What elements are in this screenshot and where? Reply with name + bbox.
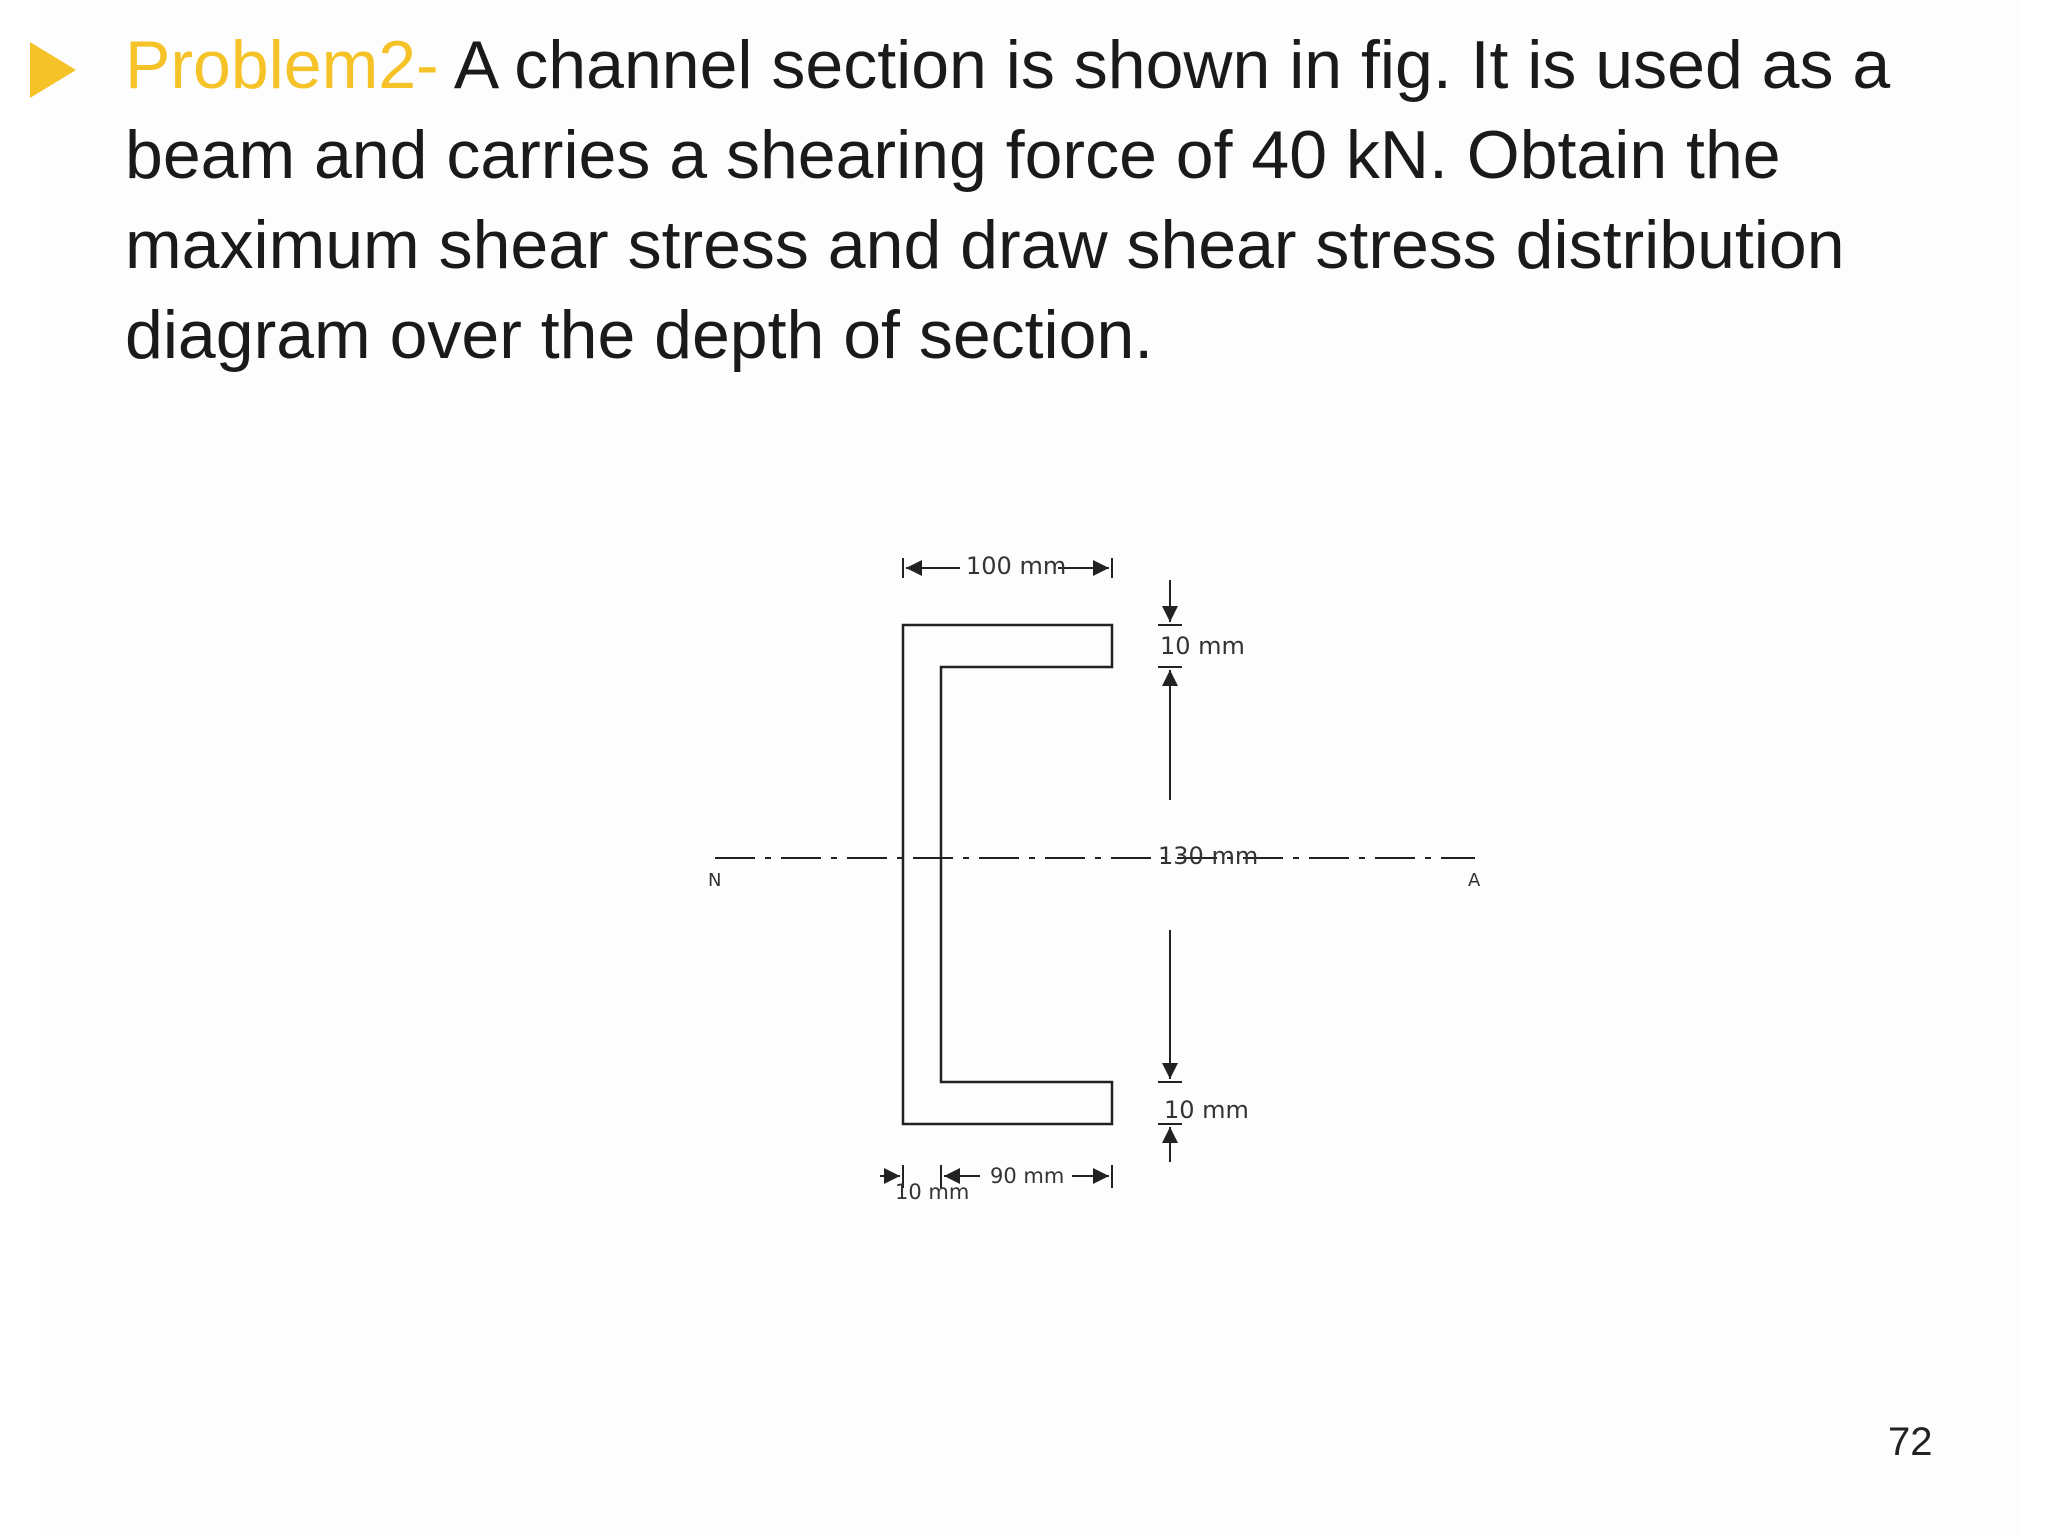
channel-section-figure: 100 mm 10 mm 130 mm 10 mm 10 mm 90 mm N …	[680, 540, 1510, 1240]
label-bottom-inner-width: 90 mm	[990, 1164, 1065, 1188]
dimension-right-vertical	[1158, 580, 1182, 1162]
problem-statement: Problem2- A channel section is shown in …	[125, 20, 2005, 380]
dimension-bottom	[880, 1165, 1113, 1188]
axis-label-n: N	[708, 870, 722, 891]
problem-lead: Problem2-	[125, 27, 439, 103]
problem-text: A channel section is shown in fig. It is…	[125, 27, 1891, 373]
channel-outline	[901, 623, 1114, 1126]
label-top-flange-width: 100 mm	[966, 552, 1067, 580]
dimension-top-width	[902, 558, 1113, 578]
channel-section-drawing	[715, 558, 1475, 1188]
page-number: 72	[1888, 1420, 1933, 1464]
label-top-flange-thickness: 10 mm	[1160, 632, 1245, 660]
bullet-arrow-icon	[30, 42, 76, 98]
axis-label-a: A	[1468, 870, 1481, 891]
label-bottom-flange-thickness: 10 mm	[1164, 1096, 1249, 1124]
slide-background	[40, 0, 2020, 1535]
label-web-thickness: 10 mm	[895, 1180, 970, 1204]
label-web-depth: 130 mm	[1158, 842, 1259, 870]
